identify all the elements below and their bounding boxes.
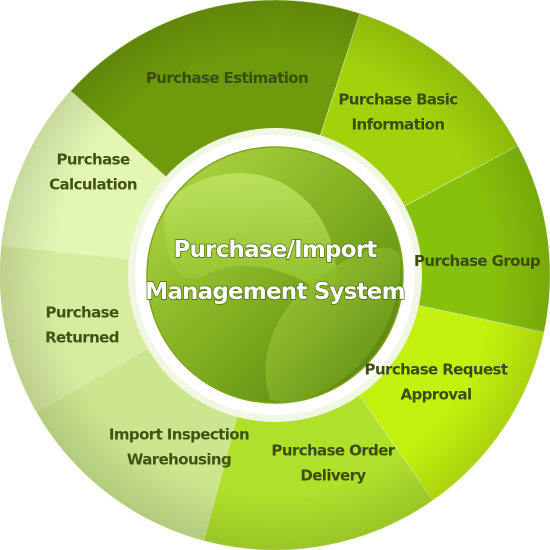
- segment-label-line: Purchase Order: [271, 442, 395, 460]
- segment-label-line: Warehousing: [127, 451, 231, 469]
- segment-label-line: Calculation: [49, 176, 137, 194]
- segment-label-line: Delivery: [300, 467, 366, 485]
- segment-label-line: Purchase: [56, 151, 129, 169]
- segment-label-line: Purchase Group: [414, 252, 541, 270]
- center-disc-edge: [146, 146, 404, 404]
- center-swirl-top: [164, 173, 336, 300]
- center-swirl-bottom: [265, 247, 401, 402]
- segment-label-line: Purchase Estimation: [146, 69, 308, 87]
- center-title-line-2: Management System: [145, 279, 405, 305]
- segment-label-line: Purchase Basic: [338, 91, 457, 109]
- segment-label-line: Purchase Request: [365, 361, 508, 379]
- segment-label-line: Information: [352, 116, 445, 134]
- segment-label-line: Approval: [400, 386, 471, 404]
- center-title-line-1: Purchase/Import: [174, 237, 378, 263]
- segment-label-line: Returned: [45, 329, 119, 347]
- segment-label-line: Purchase: [45, 304, 118, 322]
- segment-label-line: Import Inspection: [109, 426, 249, 444]
